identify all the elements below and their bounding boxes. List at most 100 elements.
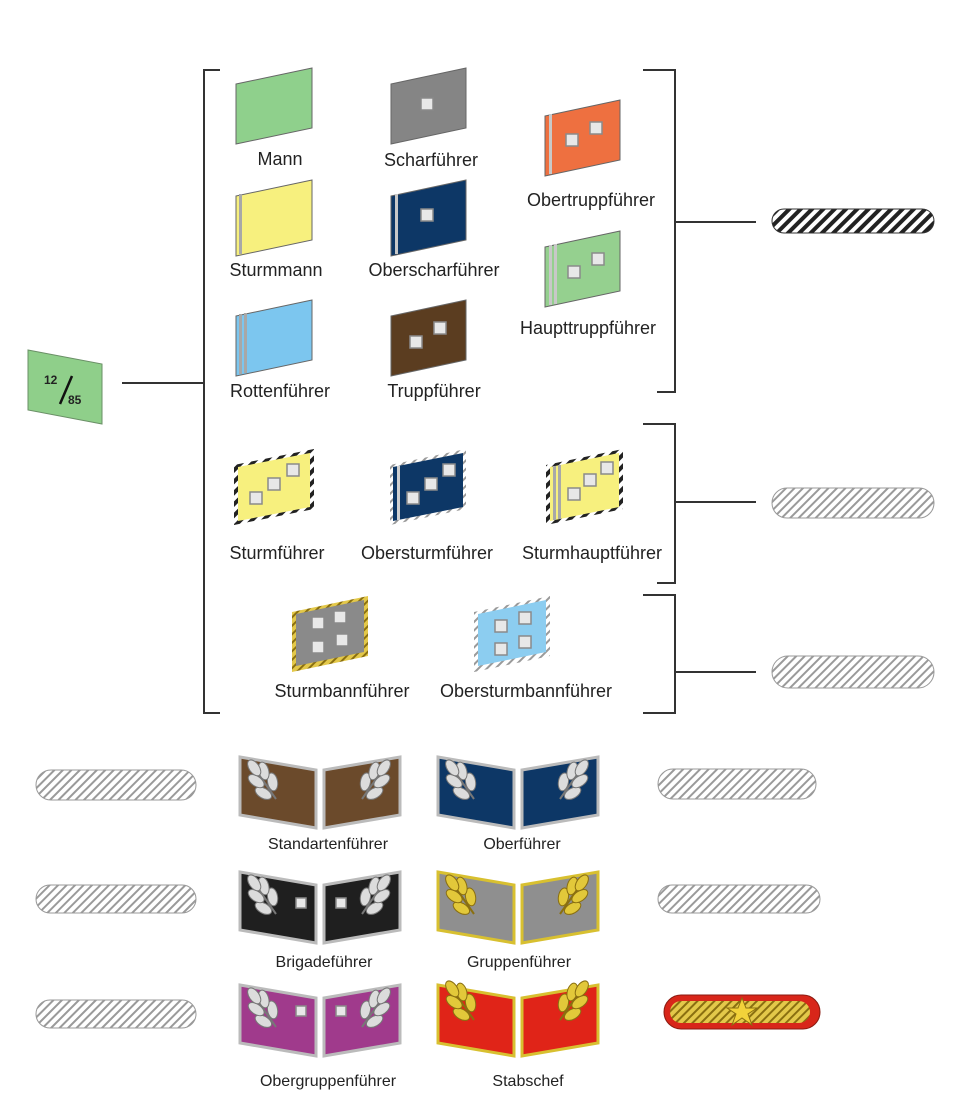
rank-label-obertruppfuehrer: Obertruppführer — [527, 190, 655, 210]
shoulder-board-stabschef — [663, 994, 821, 1030]
shoulder-board-gruppenfuehrer — [657, 884, 821, 914]
rank-pip-icon — [494, 619, 508, 633]
rank-pip-icon — [420, 208, 434, 222]
rank-obergruppenfuehrer: Obergruppenführer — [238, 983, 402, 1090]
oak-leaf — [445, 889, 463, 904]
rank-pip-icon — [442, 463, 456, 477]
oak-leaf — [247, 1002, 265, 1017]
collar-tab — [544, 230, 621, 308]
oak-leaf — [365, 901, 384, 915]
oak-leaf — [557, 772, 570, 792]
rank-stripe — [553, 466, 556, 520]
oak-leaf — [365, 786, 384, 800]
oak-leaf-icon — [445, 874, 477, 915]
oak-leaf — [254, 901, 273, 915]
oak-leaf — [254, 786, 273, 800]
oak-leaf — [464, 993, 477, 1013]
bracket-lines — [122, 69, 756, 714]
rank-scharfuehrer: Scharführer — [384, 67, 478, 170]
oak-leaf-icon — [247, 874, 279, 915]
rank-stripe — [549, 114, 552, 174]
rank-obersturmbannfuehrer: Obersturmbannführer — [440, 596, 612, 701]
senior-ranks: Standartenführer Oberführer Brigadeführe… — [35, 755, 821, 1090]
oak-leaf — [359, 1000, 372, 1020]
rank-stripe — [554, 244, 557, 304]
oak-leaf — [359, 772, 372, 792]
oak-leaf — [445, 759, 460, 777]
oak-leaf — [563, 1007, 582, 1021]
unit-number-tab: 12 85 — [27, 349, 103, 425]
oak-leaf — [571, 995, 589, 1010]
rank-label-gruppenfuehrer: Gruppenführer — [467, 954, 572, 971]
oak-leaf — [571, 889, 589, 904]
oak-leaf — [376, 987, 391, 1005]
oak-leaf — [247, 774, 265, 789]
rank-label-sturmfuehrer: Sturmführer — [229, 543, 324, 563]
oak-leaf — [376, 759, 391, 777]
rank-stripe — [239, 194, 242, 254]
rank-stabschef: Stabschef — [436, 980, 600, 1090]
rank-pip-icon — [249, 491, 263, 505]
rank-pip-icon — [565, 133, 579, 147]
oak-leaf — [266, 1000, 279, 1020]
oak-leaf — [373, 1002, 391, 1017]
rank-label-obersturmfuehrer: Obersturmführer — [361, 543, 493, 563]
oak-leaf — [266, 887, 279, 907]
rank-pip-icon — [583, 473, 597, 487]
rank-pip-icon — [494, 642, 508, 656]
rank-label-oberfuehrer: Oberführer — [483, 836, 561, 853]
rank-stripe — [558, 465, 561, 519]
junior-officer-ranks: Sturmführer Obersturmführer Sturmhauptfü… — [229, 449, 662, 563]
oak-leaf — [376, 874, 391, 892]
oak-leaf — [247, 759, 262, 777]
shoulder-board-obergruppenfuehrer — [35, 999, 197, 1029]
rank-stripe — [549, 245, 552, 305]
oak-leaf — [574, 980, 589, 998]
rank-pip-icon — [335, 633, 349, 647]
star-icon — [725, 996, 759, 1027]
field-officer-right-bracket — [643, 594, 676, 714]
shoulder-board-standartenfuehrer — [35, 769, 197, 801]
main-left-bracket — [203, 69, 220, 714]
rank-sturmfuehrer: Sturmführer — [229, 449, 325, 563]
rank-pip-icon — [567, 487, 581, 501]
oak-leaf — [574, 759, 589, 777]
oak-leaf — [445, 995, 463, 1010]
rank-oberfuehrer: Oberführer — [436, 755, 600, 853]
oak-leaf — [247, 987, 262, 1005]
rank-label-standartenfuehrer: Standartenführer — [268, 836, 389, 853]
rank-pip-icon — [424, 477, 438, 491]
rank-obertruppfuehrer: Obertruppführer — [527, 99, 655, 210]
rank-pip-icon — [295, 897, 307, 909]
oak-leaf — [359, 887, 372, 907]
rank-pip-icon — [567, 265, 581, 279]
oak-leaf — [445, 980, 460, 998]
rank-label-sturmhauptfuehrer: Sturmhauptführer — [522, 543, 662, 563]
junior-officer-right-bracket — [643, 423, 676, 584]
rank-obersturmfuehrer: Obersturmführer — [361, 449, 493, 563]
oak-leaf-icon — [445, 759, 477, 800]
rank-pip-icon — [267, 477, 281, 491]
enlisted-ranks: Mann Sturmmann Rottenführer Scharführer … — [229, 67, 656, 401]
collar-tab — [235, 179, 313, 257]
rank-pip-icon — [311, 640, 325, 654]
oak-leaf — [445, 874, 460, 892]
rank-pip-icon — [518, 611, 532, 625]
oak-leaf-icon — [359, 874, 391, 915]
rank-label-sturmbannfuehrer: Sturmbannführer — [274, 681, 409, 701]
oak-leaf — [464, 887, 477, 907]
shoulder-board-field-officer — [771, 655, 935, 689]
rank-gruppenfuehrer: Gruppenführer — [436, 870, 600, 971]
shoulder-board-oberfuehrer — [657, 768, 817, 800]
rank-pip-icon — [286, 463, 300, 477]
oak-leaf — [266, 772, 279, 792]
oak-leaf — [365, 1014, 384, 1028]
oak-leaf-icon — [359, 759, 391, 800]
oak-leaf-icon — [557, 874, 589, 915]
collar-tab — [544, 99, 621, 177]
rank-label-brigadefuehrer: Brigadeführer — [276, 954, 374, 971]
rank-sturmbannfuehrer: Sturmbannführer — [274, 596, 410, 701]
oak-leaf-icon — [557, 980, 589, 1021]
rank-standartenfuehrer: Standartenführer — [238, 755, 402, 853]
rank-pip-icon — [333, 610, 347, 624]
